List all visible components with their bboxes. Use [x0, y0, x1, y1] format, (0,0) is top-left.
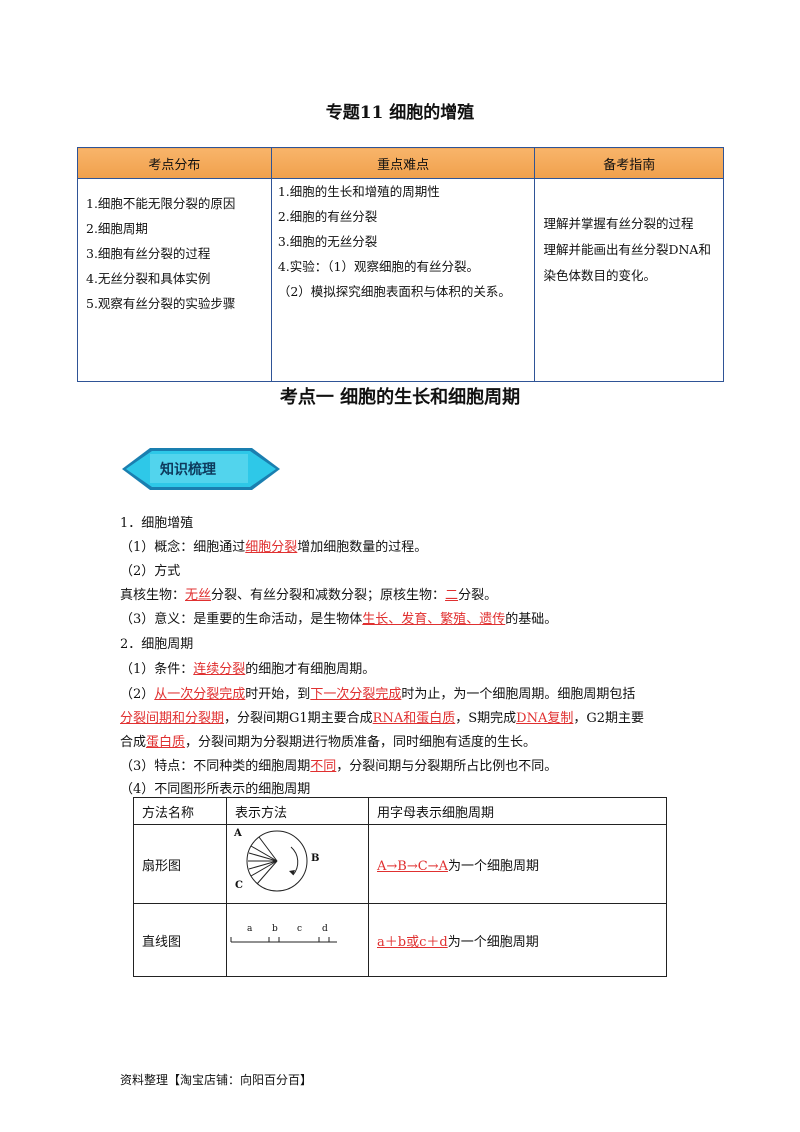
document-title: 专题11 细胞的增殖	[325, 103, 475, 123]
heading-cell-proliferation: 1．细胞增殖	[120, 516, 194, 531]
knowledge-badge: 知识梳理	[120, 445, 282, 497]
method-line: 真核生物：无丝分裂、有丝分裂和减数分裂；原核生物：二分裂。	[120, 588, 498, 603]
header-key-difficulties: 重点难点	[270, 147, 536, 179]
line-label-a: a	[247, 924, 253, 934]
footer-note: 资料整理【淘宝店铺：向阳百分百】	[120, 1073, 313, 1087]
section-title: 考点一 细胞的生长和细胞周期	[279, 387, 521, 408]
cell-cycle-methods-table: 方法名称 表示方法 用字母表示细胞周期 扇形图 A B C A→B→C→A为一个…	[133, 797, 667, 977]
heading-cell-cycle: 2．细胞周期	[120, 637, 194, 652]
sector-diagram-cell: A B C	[226, 824, 369, 904]
badge-diamond-icon	[122, 448, 280, 490]
list-item: 2.细胞周期	[86, 221, 148, 236]
sector-label-c: C	[235, 880, 243, 891]
phases-line: 分裂间期和分裂期，分裂间期G1期主要合成RNA和蛋白质，S期完成DNA复制，G2…	[120, 711, 644, 726]
topic-overview-table: 考点分布 重点难点 备考指南 1.细胞不能无限分裂的原因 2.细胞周期 3.细胞…	[77, 147, 724, 382]
line-diagram-cell: a b c d	[226, 903, 369, 977]
list-item: 1.细胞的生长和增殖的周期性	[277, 184, 440, 199]
badge-label: 知识梳理	[160, 462, 216, 478]
method-name-line: 直线图	[133, 903, 227, 977]
line-label-c: c	[297, 924, 303, 934]
header-study-guide: 备考指南	[534, 147, 724, 179]
line-label-b: b	[272, 924, 278, 934]
method-heading: （2）方式	[120, 564, 181, 579]
list-item: 2.细胞的有丝分裂	[277, 209, 378, 224]
list-item: （2）模拟探究细胞表面积与体积的关系。	[277, 284, 511, 299]
concept-line: （1）概念：细胞通过细胞分裂增加细胞数量的过程。	[120, 540, 428, 555]
list-item: 3.细胞有丝分裂的过程	[86, 246, 211, 261]
list-item: 1.细胞不能无限分裂的原因	[86, 196, 236, 211]
exam-points-cell: 1.细胞不能无限分裂的原因 2.细胞周期 3.细胞有丝分裂的过程 4.无丝分裂和…	[77, 178, 272, 382]
header-exam-points: 考点分布	[77, 147, 272, 179]
list-item: 理解并掌握有丝分裂的过程	[543, 216, 694, 231]
feature-line: （3）特点：不同种类的细胞周期不同，分裂间期与分裂期所占比例也不同。	[120, 759, 558, 774]
sector-label-a: A	[234, 828, 242, 839]
line-diagram	[230, 937, 337, 943]
list-item: 4.无丝分裂和具体实例	[86, 271, 211, 286]
header-representation: 表示方法	[226, 797, 369, 825]
header-letter-notation: 用字母表示细胞周期	[368, 797, 667, 825]
key-difficulties-cell: 1.细胞的生长和增殖的周期性 2.细胞的有丝分裂 3.细胞的无丝分裂 4.实验：…	[270, 178, 536, 382]
list-item: 3.细胞的无丝分裂	[277, 234, 378, 249]
line-answer-cell: a＋b或c＋d为一个细胞周期	[368, 903, 667, 977]
list-item: 4.实验：（1）观察细胞的有丝分裂。	[277, 259, 479, 274]
g2-line: 合成蛋白质，分裂间期为分裂期进行物质准备，同时细胞有适度的生长。	[120, 735, 537, 750]
list-item: 5.观察有丝分裂的实验步骤	[86, 296, 236, 311]
significance-line: （3）意义：是重要的生命活动，是生物体生长、发育、繁殖、遗传的基础。	[120, 612, 558, 627]
list-item: 理解并能画出有丝分裂DNA和染色体数目的变化。	[543, 242, 711, 283]
header-method-name: 方法名称	[133, 797, 227, 825]
sector-answer-cell: A→B→C→A为一个细胞周期	[368, 824, 667, 904]
table-row: 直线图 a b c d a＋b或c＋d为一个细胞周期	[133, 903, 667, 977]
sector-diagram	[246, 830, 308, 892]
sector-label-b: B	[311, 853, 320, 864]
study-guide-cell: 理解并掌握有丝分裂的过程 理解并能画出有丝分裂DNA和染色体数目的变化。	[534, 178, 724, 382]
table-row: 扇形图 A B C A→B→C→A为一个细胞周期	[133, 824, 667, 904]
line-label-d: d	[322, 924, 328, 934]
method-name-sector: 扇形图	[133, 824, 227, 904]
condition-line: （1）条件：连续分裂的细胞才有细胞周期。	[120, 662, 376, 677]
definition-line: （2）从一次分裂完成时开始，到下一次分裂完成时为止，为一个细胞周期。细胞周期包括	[120, 687, 636, 702]
figures-heading: （4）不同图形所表示的细胞周期	[120, 782, 311, 797]
